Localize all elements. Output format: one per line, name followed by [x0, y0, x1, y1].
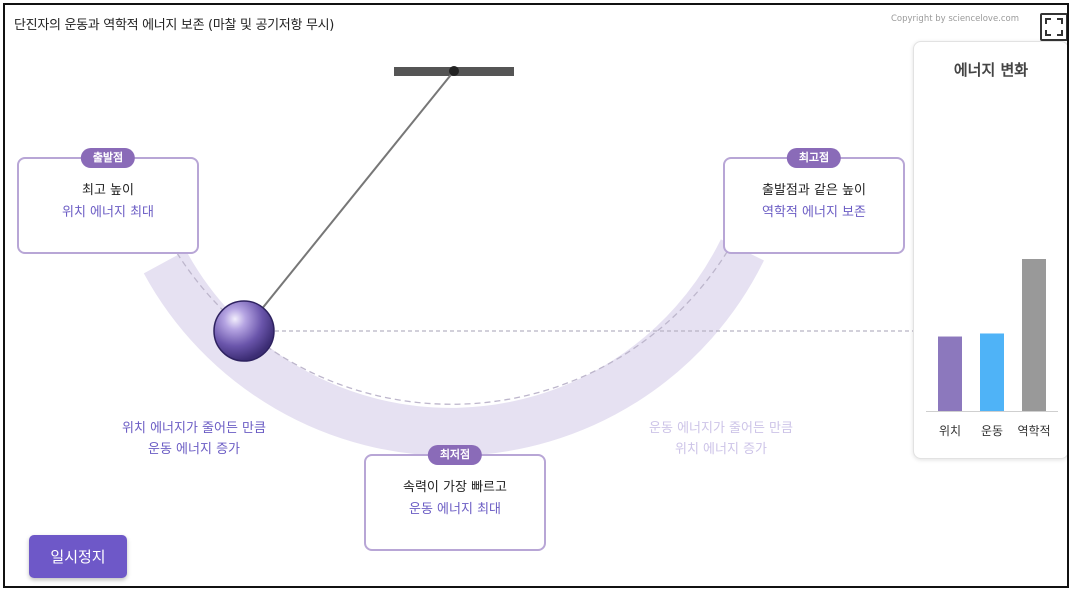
energy-panel: 에너지 변화 위치 운동 역학적 — [913, 41, 1067, 459]
fullscreen-expand-icon — [1045, 18, 1063, 36]
pendulum-scene — [143, 66, 935, 456]
page-title: 단진자의 운동과 역학적 에너지 보존 (마찰 및 공기저항 무시) — [14, 18, 335, 33]
left-caption-line2: 운동 에너지 증가 — [148, 442, 240, 457]
start-point-energy: 위치 에너지 최대 — [62, 205, 154, 220]
start-point-box: 출발점 최고 높이 위치 에너지 최대 — [17, 148, 199, 254]
pendulum-pivot — [449, 66, 459, 76]
energy-bar-1 — [980, 333, 1004, 411]
pendulum-bob[interactable] — [213, 300, 275, 362]
energy-bar-0 — [938, 336, 962, 411]
simulation-frame: 단진자의 운동과 역학적 에너지 보존 (마찰 및 공기저항 무시) Copyr… — [3, 3, 1069, 588]
energy-bar-chart: 위치 운동 역학적 — [926, 259, 1058, 438]
right-caption-line2: 위치 에너지 증가 — [675, 442, 767, 457]
energy-bar-label-2: 역학적 — [1017, 424, 1050, 438]
copyright-text: Copyright by sciencelove.com — [891, 14, 1020, 24]
top-point-energy: 역학적 에너지 보존 — [762, 205, 866, 220]
energy-bar-label-0: 위치 — [939, 424, 961, 438]
left-caption-line1: 위치 에너지가 줄어든 만큼 — [122, 421, 266, 436]
pendulum-string — [243, 70, 455, 332]
top-point-desc: 출발점과 같은 높이 — [762, 183, 866, 198]
right-caption-line1: 운동 에너지가 줄어든 만큼 — [649, 421, 793, 436]
top-point-badge: 최고점 — [786, 148, 842, 168]
bottom-point-desc: 속력이 가장 빠르고 — [403, 480, 507, 495]
bottom-point-energy: 운동 에너지 최대 — [409, 502, 501, 517]
bottom-point-badge: 최저점 — [427, 445, 483, 465]
energy-panel-title: 에너지 변화 — [953, 61, 1029, 79]
fullscreen-button[interactable] — [1040, 13, 1067, 41]
pause-button[interactable]: 일시정지 — [29, 535, 127, 578]
left-swing-caption: 위치 에너지가 줄어든 만큼 운동 에너지 증가 — [89, 418, 299, 460]
top-point-box: 최고점 출발점과 같은 높이 역학적 에너지 보존 — [723, 148, 905, 254]
right-swing-caption: 운동 에너지가 줄어든 만큼 위치 에너지 증가 — [616, 418, 826, 460]
start-point-badge: 출발점 — [80, 148, 136, 168]
start-point-desc: 최고 높이 — [82, 183, 134, 198]
bottom-point-box: 최저점 속력이 가장 빠르고 운동 에너지 최대 — [364, 445, 546, 551]
energy-bar-label-1: 운동 — [981, 424, 1003, 438]
energy-bar-2 — [1022, 259, 1046, 411]
